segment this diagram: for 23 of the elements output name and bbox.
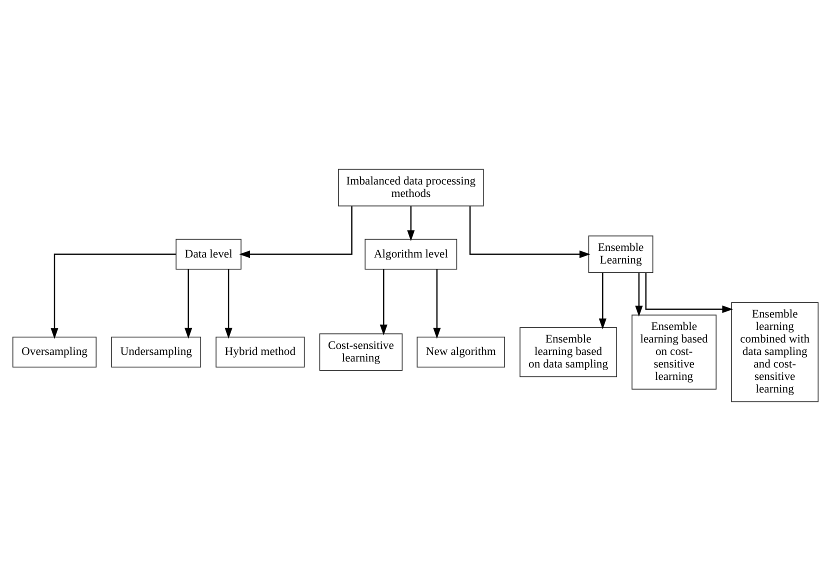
node-box: New algorithm xyxy=(416,336,506,368)
node-box: Undersampling xyxy=(111,336,202,368)
node-box: Oversampling xyxy=(12,336,97,368)
arrow xyxy=(469,206,590,258)
arrow xyxy=(433,268,441,338)
node-box: Algorithm level xyxy=(364,238,458,270)
node-box: Ensemble learning combined with data sampling and cost-sensitive learning xyxy=(731,302,819,402)
arrow xyxy=(635,272,643,316)
arrow xyxy=(645,272,734,313)
node-box: Ensemble learning based on cost-sensitive learning xyxy=(632,314,717,390)
arrow xyxy=(598,272,606,329)
node-box: Hybrid method xyxy=(216,336,305,368)
node-box: Cost-sensitive learning xyxy=(319,332,403,370)
arrow xyxy=(50,253,176,338)
node-box: Imbalanced data processing methods xyxy=(338,168,484,206)
arrow xyxy=(239,206,352,258)
arrow xyxy=(407,206,415,241)
node-box: Data level xyxy=(176,238,242,270)
node-box: Ensemble learning based on data sampling xyxy=(520,326,618,377)
arrow xyxy=(380,268,388,335)
node-box: Ensemble Learning xyxy=(588,235,654,272)
arrow xyxy=(224,268,232,338)
arrow xyxy=(184,268,192,338)
